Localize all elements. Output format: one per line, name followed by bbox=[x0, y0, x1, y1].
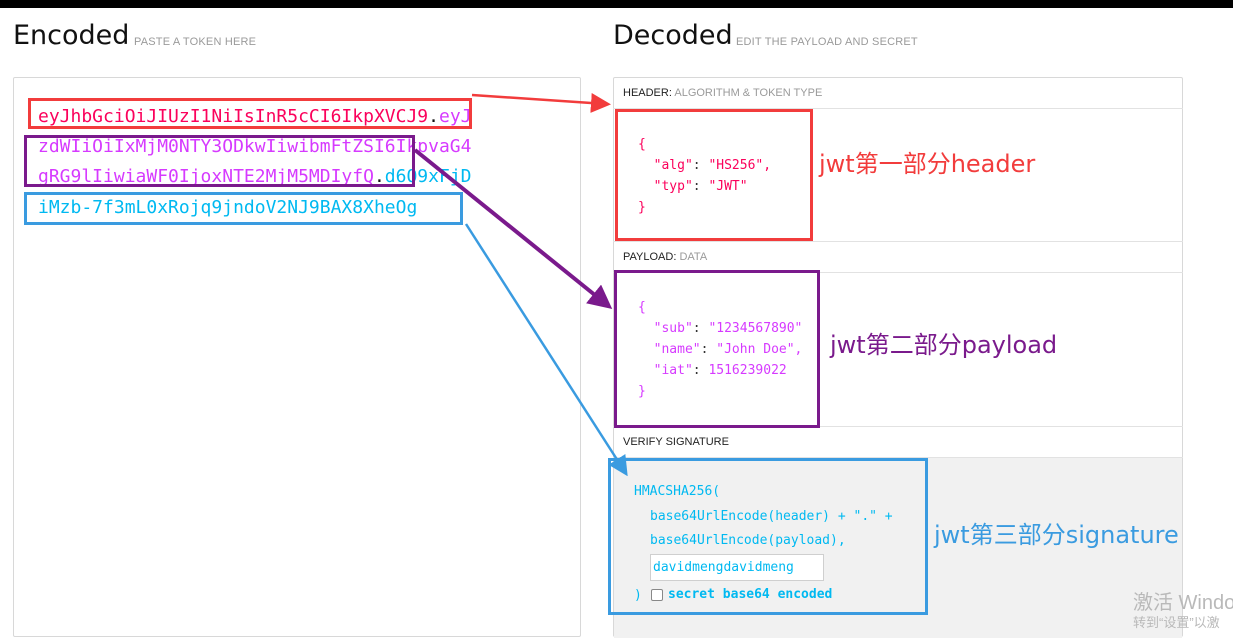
payload-json-frame bbox=[614, 270, 820, 428]
payload-json-editor[interactable]: { "sub": "1234567890" "name": "John Doe"… bbox=[638, 300, 803, 399]
arrow-signature bbox=[464, 223, 628, 477]
secret-input[interactable]: davidmengdavidmeng bbox=[650, 554, 824, 581]
secret-base64-checkbox[interactable] bbox=[651, 589, 663, 601]
token-line-4: iMzb-7f3mL0xRojq9jndoV2NJ9BAX8XheOg bbox=[38, 197, 417, 218]
windows-activation-watermark-sub: 转到“设置”以激 bbox=[1133, 615, 1220, 630]
verify-close: ) bbox=[634, 588, 642, 603]
token-line-1: eyJhbGciOiJIUzI1NiIsInR5cCI6IkpXVCJ9.eyJ bbox=[38, 106, 472, 127]
header-section-label: HEADER: ALGORITHM & TOKEN TYPE bbox=[613, 78, 1183, 109]
arrow-header bbox=[471, 93, 611, 113]
signature-part-frame bbox=[24, 192, 463, 225]
section-divider bbox=[613, 241, 1183, 242]
header-part-frame bbox=[28, 98, 472, 129]
arrow-payload bbox=[413, 148, 613, 310]
header-json-frame bbox=[615, 109, 813, 241]
token-signature-part: d6O9xFjD bbox=[384, 166, 472, 187]
decoded-title: Decoded bbox=[613, 20, 733, 51]
annotation-signature: jwt第三部分signature bbox=[934, 521, 1179, 549]
secret-base64-label[interactable]: secret base64 encoded bbox=[668, 587, 833, 602]
windows-activation-watermark: 激活 Windo bbox=[1133, 592, 1233, 614]
token-payload-part: eyJ bbox=[438, 106, 472, 127]
token-dot: . bbox=[373, 166, 385, 187]
token-line-2: zdWIiOiIxMjM0NTY3ODkwIiwibmFtZSI6IkpvaG4 bbox=[38, 136, 471, 157]
annotation-payload: jwt第二部分payload bbox=[830, 331, 1058, 359]
token-payload-part: gRG9lIiwiaWF0IjoxNTE2MjM5MDIyfQ bbox=[38, 166, 374, 187]
payload-section-label: PAYLOAD: DATA bbox=[613, 242, 1183, 273]
verify-section-bg bbox=[614, 458, 1182, 638]
verify-line-1: HMACSHA256( bbox=[634, 484, 721, 499]
decoded-subtitle: EDIT THE PAYLOAD AND SECRET bbox=[736, 36, 918, 48]
section-divider bbox=[613, 426, 1183, 427]
verify-line-2: base64UrlEncode(header) + "." + bbox=[650, 509, 893, 524]
annotation-header: jwt第一部分header bbox=[819, 150, 1036, 178]
payload-part-frame bbox=[24, 135, 415, 187]
token-payload-part: zdWIiOiIxMjM0NTY3ODkwIiwibmFtZSI6IkpvaG4 bbox=[38, 136, 472, 157]
verify-section-label: VERIFY SIGNATURE bbox=[613, 427, 1183, 458]
encoded-subtitle: PASTE A TOKEN HERE bbox=[134, 36, 257, 48]
token-line-3: gRG9lIiwiaWF0IjoxNTE2MjM5MDIyfQ.d6O9xFjD bbox=[38, 166, 472, 187]
encoded-title: Encoded bbox=[13, 20, 130, 51]
token-dot: . bbox=[428, 106, 439, 127]
signature-json-frame bbox=[608, 458, 928, 615]
token-header-part: eyJhbGciOiJIUzI1NiIsInR5cCI6IkpXVCJ9 bbox=[38, 106, 429, 127]
verify-line-3: base64UrlEncode(payload), bbox=[650, 533, 846, 548]
header-json-editor[interactable]: { "alg": "HS256", "typ": "JWT" } bbox=[638, 137, 772, 215]
top-bar bbox=[0, 0, 1233, 8]
token-signature-part: iMzb-7f3mL0xRojq9jndoV2NJ9BAX8XheOg bbox=[38, 197, 418, 218]
